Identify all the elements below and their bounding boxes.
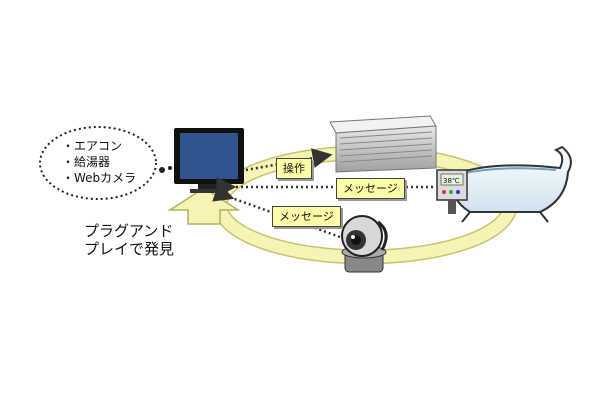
water-heater-display: 38℃ — [443, 177, 460, 185]
cloud-item-air-conditioner: ・エアコン — [62, 139, 123, 153]
cloud-item-web-camera: ・Webカメラ — [62, 171, 137, 185]
connection-arrows — [212, 148, 433, 239]
water-heater-panel-icon — [436, 169, 468, 214]
cloud-item-water-heater: ・給湯器 — [62, 155, 111, 169]
message-label-heater: メッセージ — [336, 178, 405, 199]
caption-line-1: プラグアンド — [84, 222, 174, 240]
arrow-camera-to-tv — [212, 182, 341, 239]
caption-line-2: プレイで発見 — [84, 240, 175, 258]
device-cloud — [39, 126, 172, 200]
arrow-tv-to-ac — [245, 148, 333, 172]
message-label-camera: メッセージ — [272, 206, 341, 227]
bathtub-icon — [448, 145, 572, 223]
operation-label: 操作 — [276, 158, 312, 179]
web-camera-icon — [341, 215, 388, 273]
television-icon — [174, 128, 244, 193]
air-conditioner-icon — [329, 115, 437, 173]
